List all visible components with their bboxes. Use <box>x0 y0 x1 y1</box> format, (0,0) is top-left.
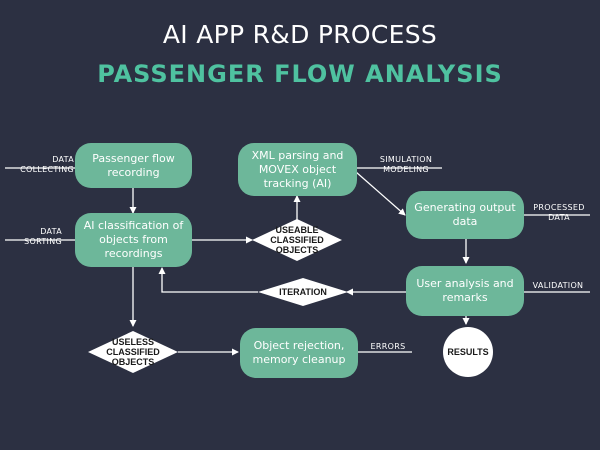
node-passenger-flow-recording: Passenger flow recording <box>75 143 192 188</box>
label-validation: VALIDATION <box>532 281 584 290</box>
node-ai-classification: AI classification of objects from record… <box>75 213 192 267</box>
label-data-collecting: DATA COLLECTING <box>20 155 74 174</box>
page-subtitle: PASSENGER FLOW ANALYSIS <box>97 60 503 88</box>
label-errors: ERRORS <box>370 342 406 351</box>
label-simulation-modeling: SIMULATION MODELING <box>379 155 433 174</box>
label-data-sorting: DATA SORTING <box>24 227 62 246</box>
node-user-analysis: User analysis and remarks <box>406 266 524 316</box>
terminal-results: RESULTS <box>443 327 493 377</box>
decision-useable-label: USEABLE CLASSIFIED OBJECTS <box>270 225 324 255</box>
decision-iteration-label: ITERATION <box>279 287 327 297</box>
node-generating-output: Generating output data <box>406 191 524 239</box>
page-title: AI APP R&D PROCESS <box>162 20 438 49</box>
node-xml-parsing: XML parsing and MOVEX object tracking (A… <box>238 143 357 196</box>
arrow-xml-to-output <box>355 171 406 216</box>
decision-useable-diamond <box>252 219 342 261</box>
decision-useless-diamond <box>88 331 178 373</box>
arrow-iteration-to-classification <box>158 267 258 293</box>
node-object-rejection: Object rejection, memory cleanup <box>240 328 358 378</box>
label-processed-data: PROCESSED DATA <box>533 203 585 222</box>
decision-useless-label: USELESS CLASSIFIED OBJECTS <box>106 337 160 367</box>
decision-iteration-diamond <box>258 278 348 306</box>
